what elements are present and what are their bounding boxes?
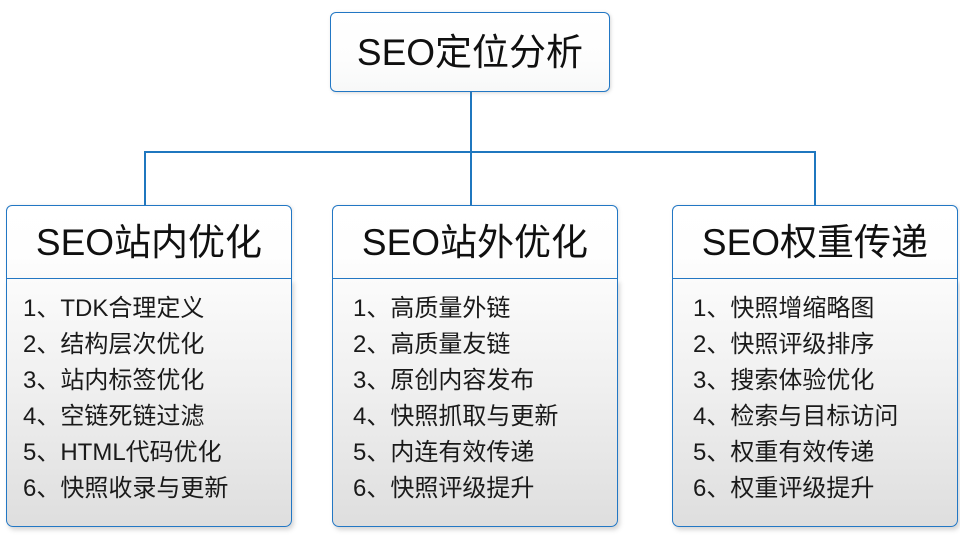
list-item: 4、检索与目标访问 (693, 403, 899, 430)
list-item: 5、权重有效传递 (693, 439, 875, 466)
list-item: 4、空链死链过滤 (23, 403, 205, 430)
branch-2-header-label: SEO站外优化 (361, 221, 589, 263)
list-item: 3、原创内容发布 (353, 367, 535, 394)
list-item: 3、搜索体验优化 (693, 367, 875, 394)
list-item: 5、HTML代码优化 (23, 439, 222, 466)
connector-horizontal-bar (144, 151, 816, 153)
list-item: 1、高质量外链 (353, 295, 511, 322)
root-node-title: SEO定位分析 (356, 31, 584, 73)
connector-branch-3-drop (814, 151, 816, 206)
list-item: 1、快照增缩略图 (693, 295, 875, 322)
branch-2-header[interactable]: SEO站外优化 (332, 205, 618, 279)
connector-branch-2-drop (470, 151, 472, 206)
list-item: 4、快照抓取与更新 (353, 403, 559, 430)
list-item: 2、结构层次优化 (23, 331, 205, 358)
branch-2-list: 1、高质量外链 2、高质量友链 3、原创内容发布 4、快照抓取与更新 5、内连有… (332, 279, 618, 527)
branch-3-header[interactable]: SEO权重传递 (672, 205, 958, 279)
branch-column-3: SEO权重传递 1、快照增缩略图 2、快照评级排序 3、搜索体验优化 4、检索与… (672, 205, 958, 527)
branch-1-header[interactable]: SEO站内优化 (6, 205, 292, 279)
list-item: 6、快照收录与更新 (23, 475, 229, 502)
connector-branch-1-drop (144, 151, 146, 206)
list-item: 1、TDK合理定义 (23, 295, 205, 322)
branch-3-list: 1、快照增缩略图 2、快照评级排序 3、搜索体验优化 4、检索与目标访问 5、权… (672, 279, 958, 527)
list-item: 2、快照评级排序 (693, 331, 875, 358)
list-item: 6、权重评级提升 (693, 475, 875, 502)
branch-3-header-label: SEO权重传递 (701, 221, 929, 263)
branch-column-2: SEO站外优化 1、高质量外链 2、高质量友链 3、原创内容发布 4、快照抓取与… (332, 205, 618, 527)
branch-1-list: 1、TDK合理定义 2、结构层次优化 3、站内标签优化 4、空链死链过滤 5、H… (6, 279, 292, 527)
list-item: 6、快照评级提升 (353, 475, 535, 502)
list-item: 2、高质量友链 (353, 331, 511, 358)
connector-root-vertical (470, 92, 472, 152)
list-item: 5、内连有效传递 (353, 439, 535, 466)
root-node[interactable]: SEO定位分析 (330, 12, 610, 92)
branch-1-header-label: SEO站内优化 (35, 221, 263, 263)
list-item: 3、站内标签优化 (23, 367, 205, 394)
branch-column-1: SEO站内优化 1、TDK合理定义 2、结构层次优化 3、站内标签优化 4、空链… (6, 205, 292, 527)
